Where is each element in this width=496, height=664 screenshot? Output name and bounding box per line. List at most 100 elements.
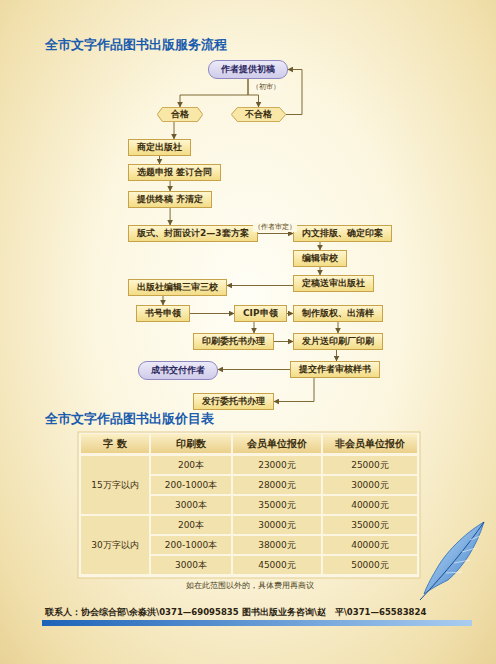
cell-text: 28000元 <box>258 479 296 492</box>
flow-arrow <box>170 208 171 225</box>
table-cell: 50000元 <box>323 556 417 574</box>
node-text: 发片送印刷厂印刷 <box>302 336 374 346</box>
cell-text: 200-1000本 <box>165 479 217 492</box>
flow-arrow <box>254 322 255 333</box>
process-box: 内文排版、确定印案 <box>293 225 392 242</box>
cell-text: 3000本 <box>175 559 207 572</box>
process-box: 发片送印刷厂印刷 <box>293 333 383 350</box>
cell-text: 50000元 <box>351 559 389 572</box>
table-header-cell: 会员单位报价 <box>233 434 321 453</box>
flow-arrow <box>170 181 171 191</box>
hexagon-shape <box>231 107 285 121</box>
cell-text: 25000元 <box>351 459 389 472</box>
cell-text: 200本 <box>178 459 204 472</box>
decision-hexagon: 不合格 <box>231 107 286 122</box>
node-text: 出版社编辑三审三校 <box>137 282 218 292</box>
title-rule <box>42 426 470 428</box>
node-text: 制作版权、出清样 <box>302 308 374 318</box>
table-cell: 15万字以内 <box>81 456 149 514</box>
node-text: 提供终稿 齐清定 <box>137 194 203 204</box>
process-box: 发行委托书办理 <box>193 393 274 410</box>
cell-text: 3000本 <box>175 499 207 512</box>
node-text: 不合格 <box>245 109 272 119</box>
flow-arrow <box>286 70 302 115</box>
cell-text: 200-1000本 <box>165 539 217 552</box>
contact-line: 联系人：协会综合部\余淼洪\0371—69095835 图书出版业务咨询\赵 平… <box>45 607 426 619</box>
process-box: 书号申领 <box>136 305 190 322</box>
table-cell: 3000本 <box>151 556 231 574</box>
table-header-cell: 非会员单位报价 <box>323 434 417 453</box>
table-cell: 200-1000本 <box>151 476 231 494</box>
terminal-oval: 作者提供初稿 <box>208 60 288 79</box>
flow-arrow <box>190 313 234 314</box>
cell-text: 23000元 <box>258 459 296 472</box>
node-text: 作者提供初稿 <box>221 64 275 74</box>
table-cell: 30万字以内 <box>81 516 149 574</box>
cell-text: 35000元 <box>258 499 296 512</box>
process-box: 出版社编辑三审三校 <box>128 279 227 296</box>
flow-arrow <box>274 341 293 342</box>
cell-text: 印刷数 <box>176 437 206 451</box>
flow-arrow <box>159 156 160 164</box>
node-text: 印刷委托书办理 <box>202 336 265 346</box>
flow-arrow <box>174 122 175 139</box>
flow-arrow <box>218 369 290 370</box>
cell-text: 200本 <box>178 519 204 532</box>
quill-feather <box>420 522 484 600</box>
table-cell: 28000元 <box>233 476 321 494</box>
cell-text: 非会员单位报价 <box>335 437 405 451</box>
table-frame <box>78 432 420 578</box>
table-header-cell: 印刷数 <box>151 434 231 453</box>
section-title: 全市文字作品图书出版价目表 <box>45 410 214 428</box>
cell-text: 30万字以内 <box>91 539 138 552</box>
hexagon-shape <box>157 107 203 121</box>
node-text: 书号申领 <box>145 308 181 318</box>
flow-arrow <box>320 267 321 275</box>
diagram-title: 全市文字作品图书出版服务流程 <box>45 36 227 54</box>
cell-text: 40000元 <box>351 499 389 512</box>
table-cell: 40000元 <box>323 536 417 554</box>
flow-arrow <box>274 378 314 402</box>
node-text: 发行委托书办理 <box>202 396 265 406</box>
process-box: CIP申领 <box>234 305 287 322</box>
table-cell: 25000元 <box>323 456 417 474</box>
decision-hexagon: 合格 <box>157 107 203 122</box>
node-text: 成书交付作者 <box>151 365 205 375</box>
table-cell: 23000元 <box>233 456 321 474</box>
cell-text: 35000元 <box>351 519 389 532</box>
table-cell: 38000元 <box>233 536 321 554</box>
table-header-cell: 字 数 <box>81 434 149 453</box>
table-cell: 40000元 <box>323 496 417 514</box>
table-cell: 30000元 <box>323 476 417 494</box>
node-text: 商定出版社 <box>137 142 182 152</box>
table-cell: 35000元 <box>233 496 321 514</box>
table-cell: 35000元 <box>323 516 417 534</box>
flow-arrow <box>338 322 339 333</box>
flow-arrow <box>258 233 294 234</box>
cell-text: 30000元 <box>258 519 296 532</box>
process-box: 制作版权、出清样 <box>293 305 383 322</box>
edge-label: （初审） <box>251 83 281 92</box>
process-box: 定稿送审出版社 <box>293 275 374 292</box>
node-text: CIP申领 <box>243 308 278 318</box>
flow-arrow <box>163 296 164 305</box>
table-cell: 200本 <box>151 456 231 474</box>
node-text: 合格 <box>171 109 189 119</box>
node-text: 提交作者审核样书 <box>299 364 371 374</box>
node-text: 定稿送审出版社 <box>302 278 365 288</box>
note-text: 如在此范围以外的，具体费用再商议 <box>186 580 314 591</box>
flow-arrow <box>227 285 293 286</box>
table-cell: 3000本 <box>151 496 231 514</box>
process-box: 版式、封面设计2—3套方案 <box>128 225 258 242</box>
footer-bar <box>42 620 472 626</box>
cell-text: 会员单位报价 <box>247 437 307 451</box>
flow-arrow <box>180 79 248 107</box>
process-box: 提交作者审核样书 <box>290 361 380 378</box>
process-box: 印刷委托书办理 <box>193 333 274 350</box>
flow-arrow <box>336 350 337 361</box>
cell-text: 30000元 <box>351 479 389 492</box>
cell-text: 40000元 <box>351 539 389 552</box>
node-text: 选题申报 签订合同 <box>137 167 212 177</box>
terminal-oval: 成书交付作者 <box>138 361 218 380</box>
